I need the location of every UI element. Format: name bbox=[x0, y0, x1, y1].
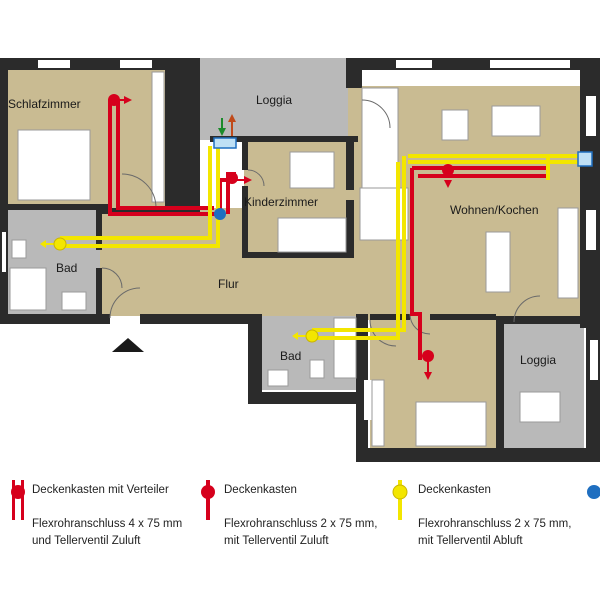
red-connector-icon bbox=[201, 480, 215, 520]
legend-item-supply: Deckenkasten Flexrohranschluss 2 x 75 mm… bbox=[196, 476, 396, 596]
blue-dot-icon bbox=[214, 208, 226, 220]
yellow-connector-icon bbox=[392, 480, 408, 520]
floor-loggia-top bbox=[200, 58, 348, 140]
ventilation-unit bbox=[213, 137, 237, 149]
yellow-connector-icon bbox=[305, 329, 319, 343]
outer-wall-box bbox=[577, 151, 593, 167]
double-bed bbox=[17, 129, 91, 201]
yellow-connector-icon bbox=[53, 237, 67, 251]
floor-plan: Schlafzimmer Loggia Kinderzimmer Wohnen/… bbox=[0, 58, 600, 462]
red-double-connector-icon bbox=[11, 480, 25, 520]
outlet-arrow-icon bbox=[228, 114, 236, 122]
room-label-loggia-top: Loggia bbox=[256, 93, 292, 107]
sofa-chair-1 bbox=[441, 109, 469, 141]
room-label-bad-left: Bad bbox=[56, 261, 77, 275]
legend-item-blue bbox=[584, 476, 600, 516]
exhaust-arrow-icon bbox=[40, 240, 46, 248]
red-connector-icon bbox=[108, 94, 120, 106]
legend-description: Flexrohranschluss 2 x 75 mm, mit Tellerv… bbox=[418, 516, 588, 549]
legend-line: Flexrohranschluss 4 x 75 mm bbox=[32, 518, 183, 530]
legend-description: Flexrohranschluss 4 x 75 mm und Tellerve… bbox=[32, 516, 202, 549]
loggia-table bbox=[519, 391, 561, 423]
lower-desk bbox=[415, 401, 487, 447]
legend-title: Deckenkasten bbox=[224, 484, 297, 496]
legend-line: mit Tellerventil Abluft bbox=[418, 534, 523, 547]
lower-wardrobe bbox=[371, 379, 385, 447]
blue-dot-icon bbox=[587, 485, 600, 499]
sink-left bbox=[61, 291, 87, 311]
legend-description: Flexrohranschluss 2 x 75 mm, mit Tellerv… bbox=[224, 516, 394, 549]
room-label-loggia-right: Loggia bbox=[520, 353, 556, 367]
kids-desk bbox=[289, 151, 335, 189]
toilet-left bbox=[11, 239, 27, 259]
legend-item-distributor: Deckenkasten mit Verteiler Flexrohransch… bbox=[6, 476, 206, 596]
room-label-flur: Flur bbox=[218, 277, 239, 291]
legend: Deckenkasten mit Verteiler Flexrohransch… bbox=[0, 476, 600, 600]
furniture bbox=[9, 71, 579, 447]
sink-center bbox=[267, 369, 289, 387]
doors bbox=[101, 99, 541, 347]
legend-title: Deckenkasten bbox=[418, 484, 491, 496]
bathtub bbox=[333, 317, 357, 379]
dining-table bbox=[359, 187, 409, 241]
supply-arrow-icon bbox=[424, 372, 432, 380]
legend-line: Flexrohranschluss 2 x 75 mm, bbox=[224, 518, 378, 530]
sofa bbox=[491, 105, 541, 137]
red-connector-icon bbox=[226, 172, 238, 184]
kitchen-row bbox=[557, 207, 579, 299]
kitchen-island bbox=[485, 231, 511, 293]
entrance-arrow-icon bbox=[112, 338, 144, 352]
intake-arrow-icon bbox=[218, 128, 226, 136]
room-label-bad-center: Bad bbox=[280, 349, 301, 363]
kids-bed bbox=[277, 217, 347, 253]
floor-loggia-right bbox=[500, 322, 584, 450]
legend-item-exhaust: Deckenkasten Flexrohranschluss 2 x 75 mm… bbox=[388, 476, 588, 596]
exhaust-ducts bbox=[60, 146, 580, 340]
room-label-wohnen-kochen: Wohnen/Kochen bbox=[450, 203, 539, 217]
supply-arrow-icon bbox=[444, 180, 452, 188]
toilet-center bbox=[309, 359, 325, 379]
connectors bbox=[53, 94, 454, 362]
legend-line: mit Tellerventil Zuluft bbox=[224, 534, 329, 547]
legend-title: Deckenkasten mit Verteiler bbox=[32, 484, 169, 496]
wardrobe bbox=[151, 71, 165, 203]
exhaust-arrow-icon bbox=[292, 332, 298, 340]
room-label-kinderzimmer: Kinderzimmer bbox=[244, 195, 318, 209]
red-connector-icon bbox=[442, 164, 454, 176]
room-label-schlafzimmer: Schlafzimmer bbox=[8, 97, 81, 111]
supply-arrow-icon bbox=[244, 176, 252, 184]
red-connector-icon bbox=[422, 350, 434, 362]
shower-tray bbox=[9, 267, 47, 311]
legend-line: Flexrohranschluss 2 x 75 mm, bbox=[418, 518, 572, 530]
legend-line: und Tellerventil Zuluft bbox=[32, 534, 141, 547]
supply-arrow-icon bbox=[124, 96, 132, 104]
